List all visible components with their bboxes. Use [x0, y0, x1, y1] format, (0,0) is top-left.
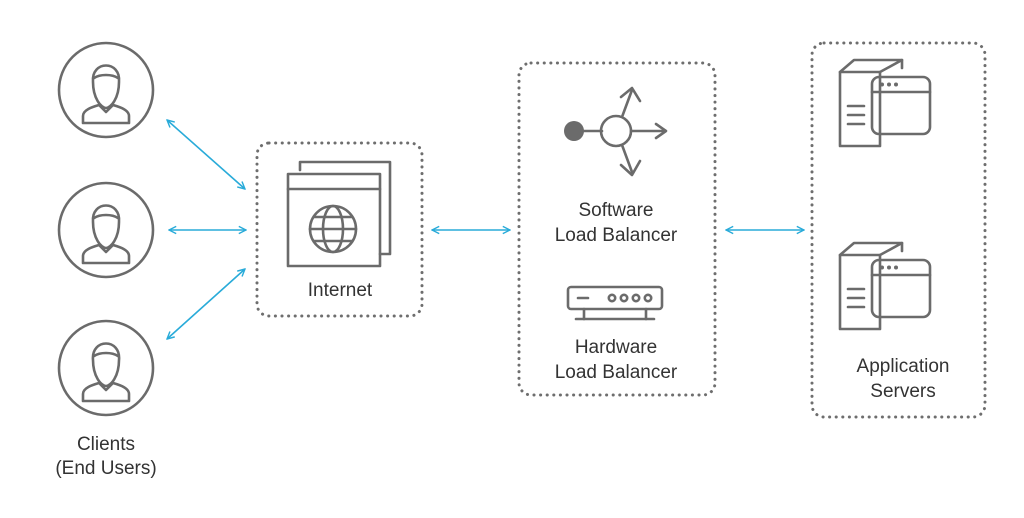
- clients-label: Clients: [77, 434, 135, 455]
- software-lb-label: Software: [579, 200, 654, 221]
- hardware-load-balancer-icon: [566, 285, 664, 321]
- server-icon-2: [838, 241, 932, 331]
- client-user-icon-2: [57, 181, 155, 279]
- arrow-client1-internet: [167, 120, 245, 189]
- browser-globe-icon: [286, 160, 392, 268]
- clients-sublabel: (End Users): [55, 458, 156, 479]
- software-load-balancer-icon: [564, 86, 668, 177]
- internet-label: Internet: [308, 280, 373, 301]
- load-balancer-box: [517, 61, 717, 397]
- arrow-client3-internet: [167, 269, 245, 339]
- hardware-lb-label: Hardware: [575, 337, 657, 358]
- app-servers-sublabel: Servers: [870, 381, 935, 402]
- app-servers-label: Application: [857, 356, 950, 377]
- hardware-lb-sublabel: Load Balancer: [555, 362, 678, 383]
- client-user-icon-1: [57, 41, 155, 139]
- app-servers-box: [810, 41, 987, 419]
- software-lb-sublabel: Load Balancer: [555, 225, 678, 246]
- client-user-icon-3: [57, 319, 155, 417]
- server-icon-1: [838, 58, 932, 148]
- internet-box: [255, 141, 424, 318]
